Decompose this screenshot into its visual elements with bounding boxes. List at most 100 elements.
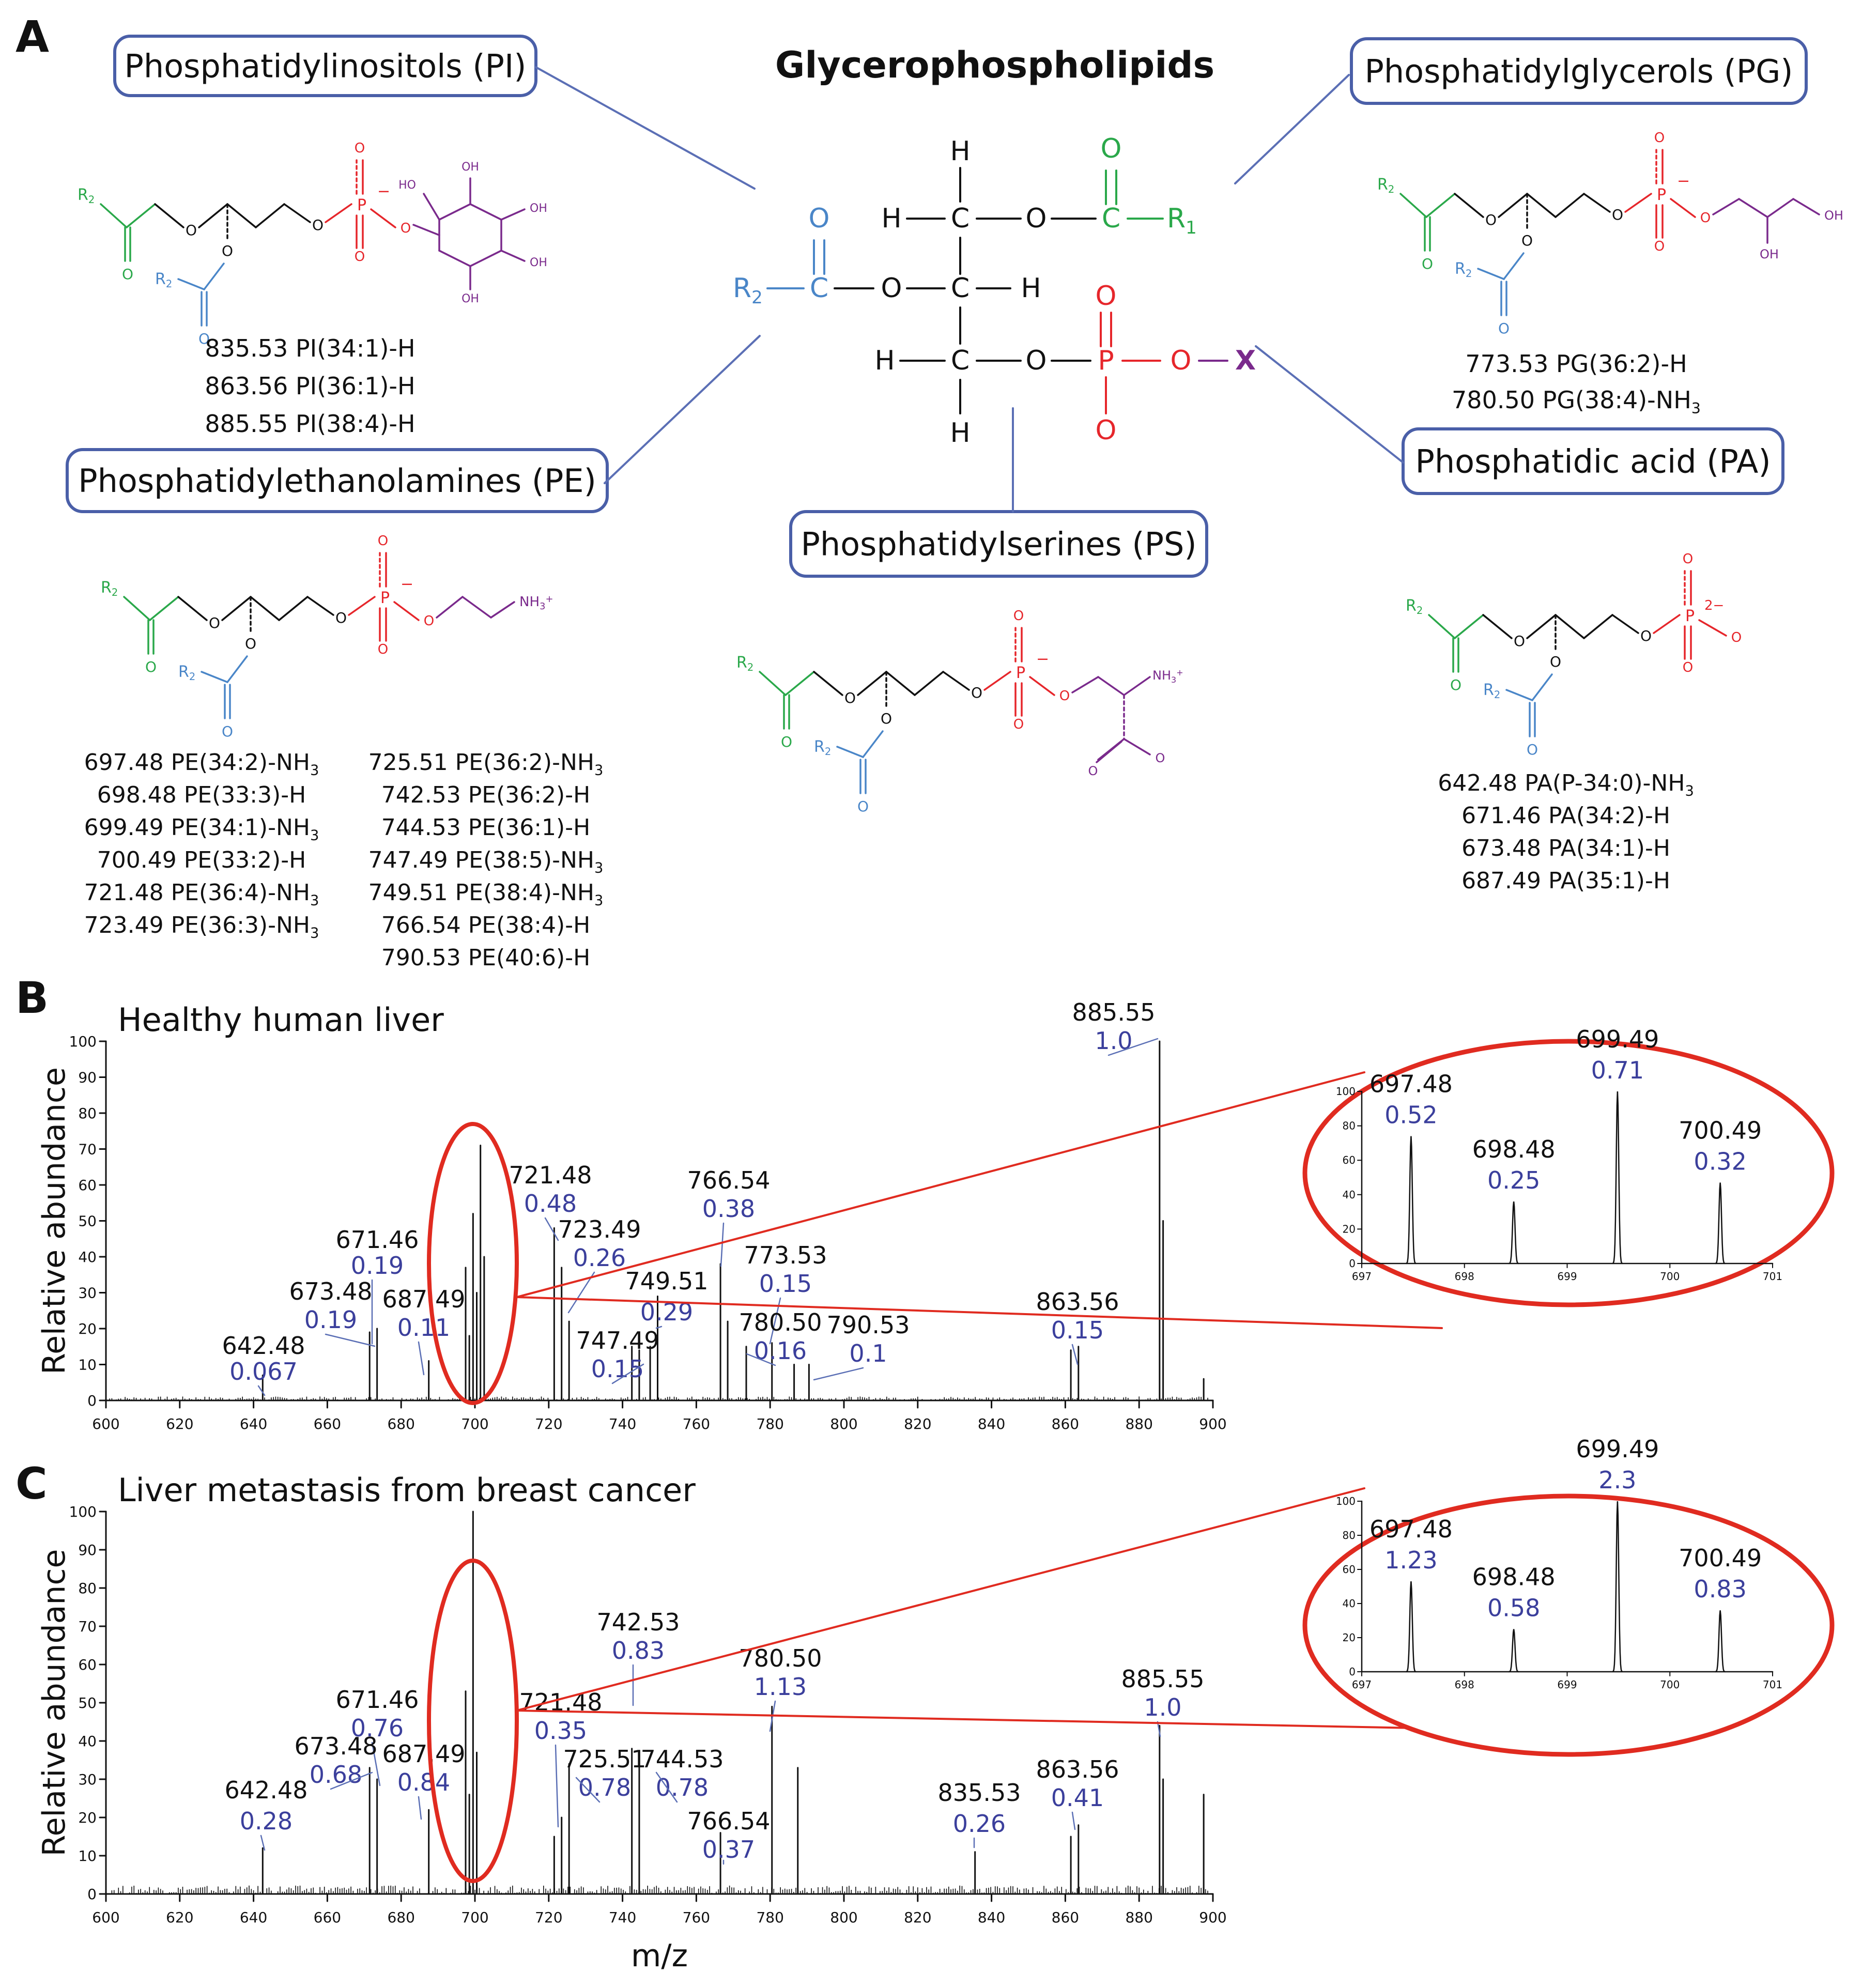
pe-assignment-main: 749.51 PE(38:4)-NH [368, 880, 594, 906]
spectrum-c-annotation-leader [655, 1771, 678, 1803]
class-label-ps: Phosphatidylserines (PS) [801, 526, 1196, 563]
pg-assignment-main: 780.50 PG(38:4)-NH [1452, 386, 1691, 414]
pe-assignment-main: 723.49 PE(36:3)-NH [84, 912, 310, 938]
structure-pg-bond [1555, 193, 1585, 218]
spectrum-b-annotation-leader [746, 1353, 776, 1366]
spectrum-c-annotation-leader [555, 1744, 559, 1828]
spectrum-c-inset-y-tick-label: 60 [1343, 1563, 1356, 1576]
spectrum-c-inset-y-tick-label: 40 [1343, 1597, 1356, 1610]
pe-assignment: 749.51 PE(38:4)-NH3 [368, 880, 604, 909]
class-label-pe: Phosphatidylethanolamines (PE) [78, 462, 596, 500]
structure-pa-bond [1428, 614, 1456, 639]
spectrum-c-y-tick-label: 90 [78, 1542, 97, 1559]
spectrum-b-y-tick-label: 30 [78, 1285, 97, 1302]
structure-ps-r2-blue-sub: 2 [825, 746, 831, 758]
structure-pi-o: O [186, 222, 197, 239]
structure-ps-bond [914, 671, 944, 696]
structure-pa-bond [1555, 614, 1585, 639]
spectrum-b-annotation-ratio: 0.19 [351, 1252, 404, 1280]
structure-ps-o-blue: O [857, 798, 869, 815]
spectrum-b-annotation-mz: 671.46 [336, 1226, 419, 1254]
structure-pe-o-red: O [378, 533, 388, 549]
structure-pa-bond [1653, 614, 1681, 634]
pa-assignment-sub: 3 [1685, 783, 1694, 799]
structure-pi-o-red: O [355, 141, 365, 156]
structure-pi-o-green: O [122, 266, 133, 283]
structure-pa-o-red: O [1683, 660, 1693, 675]
structure-pe-r2-blue: R2 [178, 663, 195, 683]
structure-pe-p: P [380, 589, 390, 607]
spectrum-c-title: Liver metastasis from breast cancer [118, 1471, 696, 1509]
pe-assignment-sub: 3 [310, 926, 319, 942]
structure-pi-bond [412, 224, 440, 236]
structure-pg-r2-blue-r: R [1455, 260, 1466, 278]
central-c2: C [951, 273, 970, 304]
class-label-pg: Phosphatidylglycerols (PG) [1365, 53, 1793, 90]
spectrum-c-inset-annotation-ratio: 0.58 [1487, 1594, 1540, 1622]
structure-pg-o-red: O [1700, 210, 1711, 226]
spectrum-c-inset-x-tick-label: 700 [1660, 1678, 1680, 1691]
pe-assignment: 725.51 PE(36:2)-NH3 [368, 749, 604, 779]
pg-assignment-main: 773.53 PG(36:2)-H [1465, 350, 1687, 378]
structure-pi-p: P [357, 196, 366, 214]
spectrum-b-y-tick-label: 10 [78, 1357, 97, 1374]
spectrum-c-highlight-oval [427, 1559, 519, 1883]
spectrum-c-annotation-leader [575, 1777, 601, 1803]
spectrum-b-annotation-leader [325, 1333, 376, 1347]
pg-assignment: 773.53 PG(36:2)-H [1465, 350, 1687, 378]
structure-pi-r2-green-sub: 2 [88, 194, 95, 206]
structure-pg-bond [1766, 198, 1794, 218]
structure-pa-charge: 2− [1704, 598, 1724, 613]
spectrum-c-x-tick-label: 740 [609, 1909, 636, 1926]
structure-pe-bond [306, 596, 334, 616]
pa-assignment: 671.46 PA(34:2)-H [1461, 803, 1670, 829]
spectrum-b-x-tick-label: 740 [609, 1415, 636, 1432]
structure-pg-r2-blue-sub: 2 [1466, 268, 1472, 280]
pa-assignment-main: 673.48 PA(34:1)-H [1461, 835, 1670, 861]
structure-pa-bond [1505, 689, 1533, 701]
spectrum-c-inset-y-tick-label: 80 [1343, 1529, 1356, 1542]
spectrum-b-x-tick-label: 880 [1125, 1415, 1152, 1432]
structure-pe-bond [123, 596, 151, 621]
spectrum-c-inset-annotation-ratio: 2.3 [1598, 1466, 1636, 1494]
structure-pi-bond [203, 263, 225, 290]
structure-ps-r2-blue-r: R [814, 738, 825, 756]
pe-assignment-main: 700.49 PE(33:2)-H [97, 847, 306, 873]
spectrum-c-annotation-leader [1071, 1811, 1076, 1830]
spectrum-c-x-tick-label: 640 [240, 1909, 267, 1926]
connector-pg [1234, 74, 1350, 184]
spectrum-c-annotation-ratio: 0.84 [397, 1768, 450, 1796]
structure-ps-bond [759, 671, 787, 696]
spectrum-b-inset-annotation-ratio: 0.52 [1384, 1101, 1437, 1129]
structure-ps-o: O [844, 689, 856, 706]
structure-ps-r2-green: R2 [736, 654, 753, 673]
spectrum-c-annotation-mz: 671.46 [336, 1686, 419, 1714]
structure-pg-bond [1399, 193, 1427, 218]
spectrum-c-annotation-mz: 725.51 [563, 1745, 647, 1773]
structure-pi-r2-blue-r: R [155, 270, 166, 288]
spectrum-b-x-tick-label: 720 [535, 1415, 562, 1432]
spectrum-c-inset-annotation-mz: 697.48 [1369, 1515, 1453, 1543]
spectrum-c-annotation-mz: 766.54 [687, 1807, 771, 1835]
spectrum-c-y-tick-label: 20 [78, 1809, 97, 1826]
structure-pi-oh: OH [530, 256, 547, 269]
spectrum-c-x-tick-label: 720 [535, 1909, 562, 1926]
central-o-p-right: O [1171, 345, 1192, 376]
structure-pg-r2-blue: R2 [1455, 260, 1472, 280]
class-label-pa: Phosphatidic acid (PA) [1415, 443, 1771, 481]
structure-pg-oh: OH [1824, 208, 1843, 223]
structure-ps-p: P [1016, 664, 1025, 682]
pe-assignment: 742.53 PE(36:2)-H [381, 782, 590, 808]
spectrum-c-annotation-ratio: 1.0 [1144, 1693, 1181, 1721]
structure-ps-bond [942, 671, 970, 691]
spectrum-c-inset-x-tick-label: 701 [1763, 1678, 1782, 1691]
class-label-pi: Phosphatidylinositols (PI) [125, 48, 527, 85]
spectrum-b-y-tick-label: 0 [87, 1392, 97, 1409]
structure-pe-o: O [209, 614, 220, 631]
spectrum-b-y-tick-label: 20 [78, 1320, 97, 1337]
spectrum-b-annotation-ratio: 0.067 [229, 1358, 298, 1385]
structure-pa-o-red: O [1731, 630, 1742, 645]
structure-pe-r2-green: R2 [101, 579, 118, 598]
